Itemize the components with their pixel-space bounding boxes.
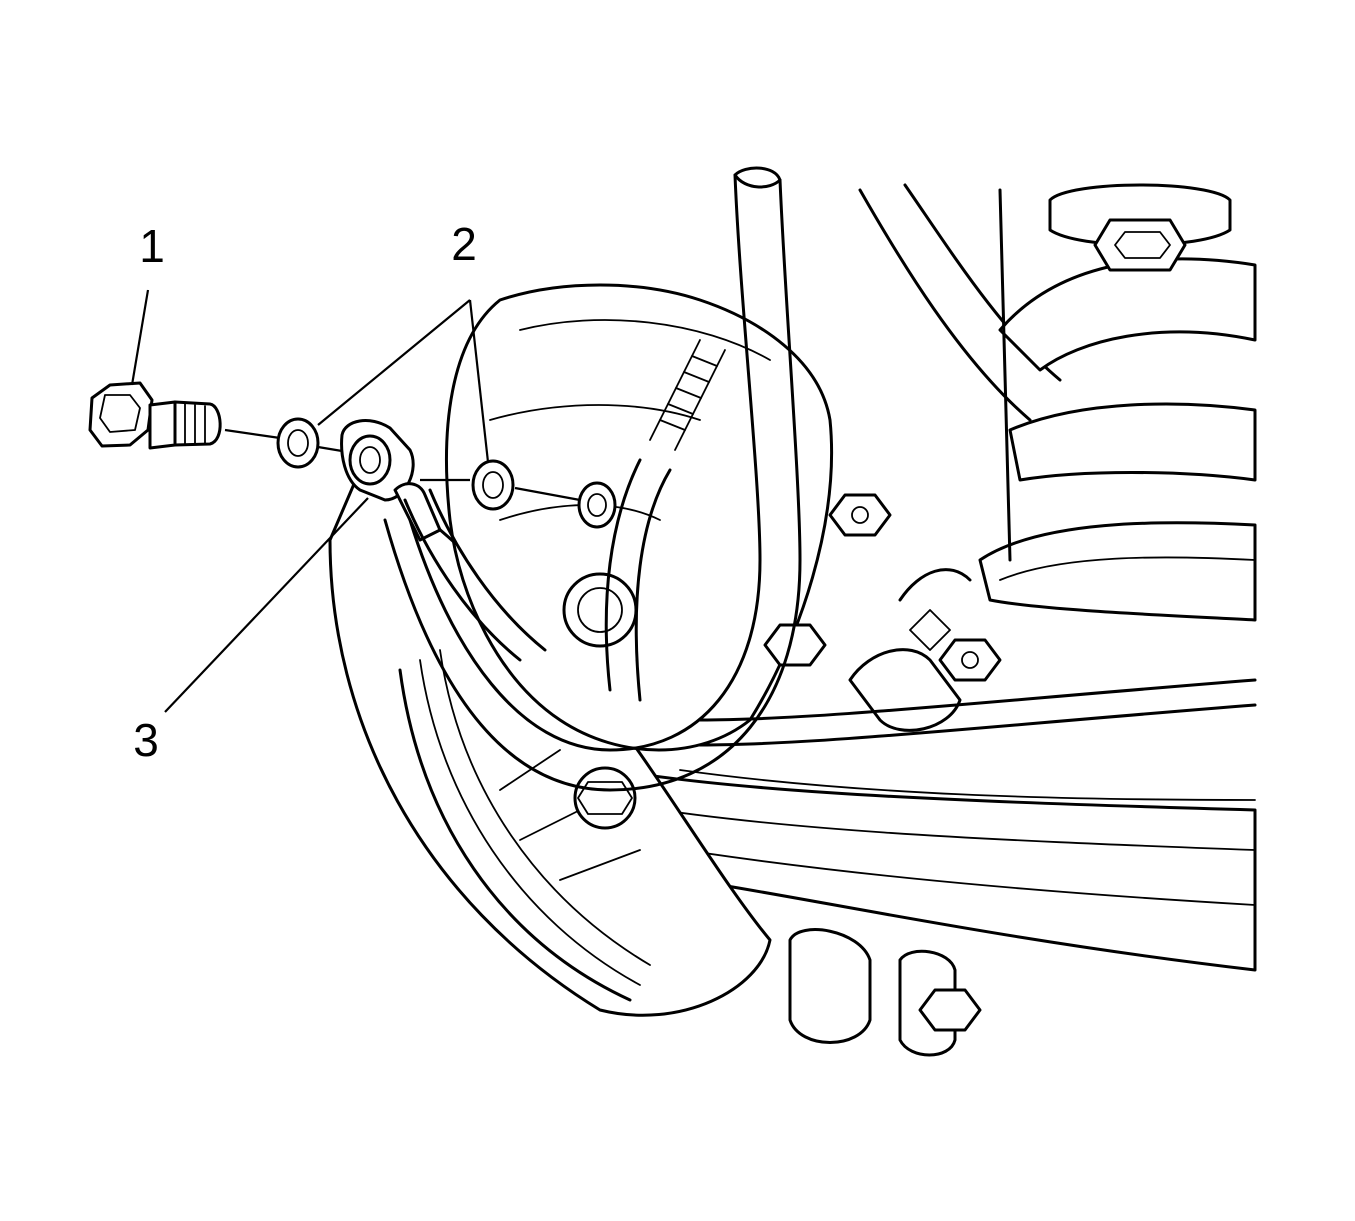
callout-1: 1 [139, 220, 165, 272]
callout-leaders [130, 289, 490, 713]
caliper-inlet-port [577, 481, 617, 529]
sealing-washer-left [276, 417, 320, 469]
coil-spring [858, 183, 1257, 622]
callout-3: 3 [133, 714, 159, 766]
brake-line-inner [604, 339, 726, 702]
hex-bolt-center-right [763, 493, 892, 667]
steering-knuckle [445, 283, 834, 830]
lower-bushing [788, 928, 982, 1057]
sealing-washer-right [471, 459, 515, 511]
strut-mount-nut [1048, 183, 1232, 272]
sensor-harness [698, 678, 1257, 747]
callout-2: 2 [451, 218, 477, 270]
brake-hose-bolt [88, 381, 222, 450]
brake-backing-plate [328, 468, 772, 1017]
brake-hose-fitting [340, 419, 547, 662]
hex-nut-right [938, 638, 1002, 682]
brake-hose-loop [383, 166, 802, 792]
